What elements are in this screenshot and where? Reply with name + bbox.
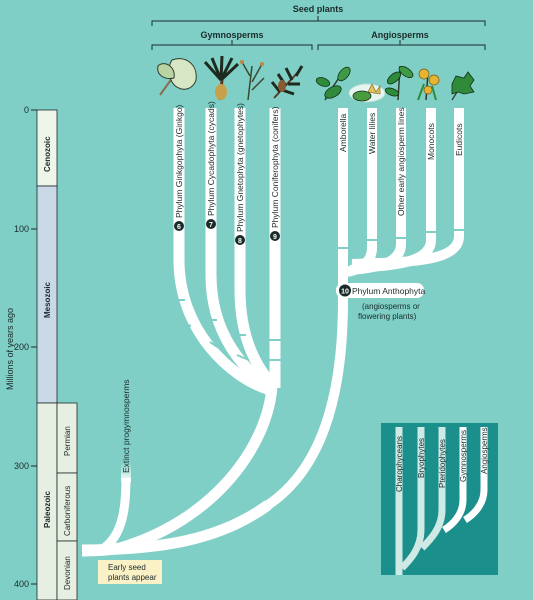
anthophyta-label: Phylum Anthophyta xyxy=(352,286,426,296)
svg-text:8: 8 xyxy=(238,238,242,245)
cycad-label: Phylum Cycadophyta (cycads) xyxy=(206,101,216,216)
cycad-branch-label: 7 Phylum Cycadophyta (cycads) xyxy=(206,101,216,229)
anthophyta-callout: 10 Phylum Anthophyta (angiosperms or flo… xyxy=(336,283,426,321)
early-seed-line1: Early seed xyxy=(108,563,146,572)
ginkgo-label: Phylum Ginkgophyta (Ginkgo) xyxy=(174,104,184,218)
inset-gymnosperms: Gymnosperms xyxy=(459,430,468,482)
amborella-icon xyxy=(315,66,351,101)
gnetophyta-branch-label: 8 Phylum Gnetophyta (gnetophytes) xyxy=(235,103,245,245)
inset-angiosperms: Angiosperms xyxy=(480,427,489,474)
conifer-label: Phylum Coniferophyta (conifers) xyxy=(270,106,280,228)
inset-bryophytes: Bryophytes xyxy=(417,438,426,478)
monocot-icon xyxy=(417,68,440,101)
eudicot-icon xyxy=(451,71,475,101)
amborella-label: Amborella xyxy=(338,113,348,152)
era-mesozoic: Mesozoic xyxy=(43,281,52,318)
period-devonian: Devonian xyxy=(63,556,72,590)
axis-label: Millions of years ago xyxy=(5,308,15,390)
eudicots-label: Eudicots xyxy=(454,123,464,156)
inset-charophyceans: Charophyceans xyxy=(395,436,404,492)
inset-cladogram xyxy=(381,423,498,575)
tick-100: 100 xyxy=(14,224,29,234)
timescale-column xyxy=(36,109,78,600)
inset-pteridophytes: Pteridophytes xyxy=(438,439,447,488)
era-paleozoic: Paleozoic xyxy=(43,491,52,528)
ginkgo-icon xyxy=(157,58,197,96)
svg-text:10: 10 xyxy=(341,289,349,296)
other-angiosperm-label: Other early angiosperm lines xyxy=(396,107,406,216)
extinct-progymnosperms-label: Extinct progymnosperms xyxy=(121,379,131,473)
gymnosperms-bracket xyxy=(151,40,313,50)
phylogenetic-tree xyxy=(81,108,464,557)
extinct-fade xyxy=(121,462,131,482)
seed-plants-label: Seed plants xyxy=(293,4,344,14)
anthophyta-sub1: (angiosperms or xyxy=(362,302,420,311)
ginkgo-branch-label: 6 Phylum Ginkgophyta (Ginkgo) xyxy=(174,104,184,231)
early-seed-line2: plants appear xyxy=(108,573,157,582)
period-carboniferous: Carboniferous xyxy=(63,486,72,536)
tick-400: 400 xyxy=(14,579,29,589)
anthophyta-sub2: flowering plants) xyxy=(358,312,417,321)
water-lily-icon xyxy=(348,83,386,103)
tick-300: 300 xyxy=(14,461,29,471)
tick-0: 0 xyxy=(24,105,29,115)
gnetophyta-label: Phylum Gnetophyta (gnetophytes) xyxy=(235,103,245,232)
seed-plants-bracket xyxy=(151,16,486,26)
early-seed-callout: Early seed plants appear xyxy=(98,560,162,584)
svg-text:9: 9 xyxy=(273,234,277,241)
angiosperms-bracket xyxy=(317,40,486,50)
svg-text:6: 6 xyxy=(177,224,181,231)
branch-dashes xyxy=(173,229,465,361)
gymnosperms-label: Gymnosperms xyxy=(200,30,263,40)
conifer-icon xyxy=(270,65,304,99)
era-cenozoic: Cenozoic xyxy=(43,136,52,172)
gnetophyte-icon xyxy=(240,60,265,101)
tick-200: 200 xyxy=(14,342,29,352)
axis-ticks xyxy=(31,109,37,585)
early-angiosperm-icon xyxy=(384,65,414,101)
conifer-branch-label: 9 Phylum Coniferophyta (conifers) xyxy=(270,106,280,241)
cycad-icon xyxy=(203,55,240,101)
angiosperms-label: Angiosperms xyxy=(371,30,429,40)
svg-text:7: 7 xyxy=(209,222,213,229)
monocots-label: Monocots xyxy=(426,123,436,160)
water-lilies-label: Water lilies xyxy=(367,113,377,154)
period-permian: Permian xyxy=(63,426,72,456)
